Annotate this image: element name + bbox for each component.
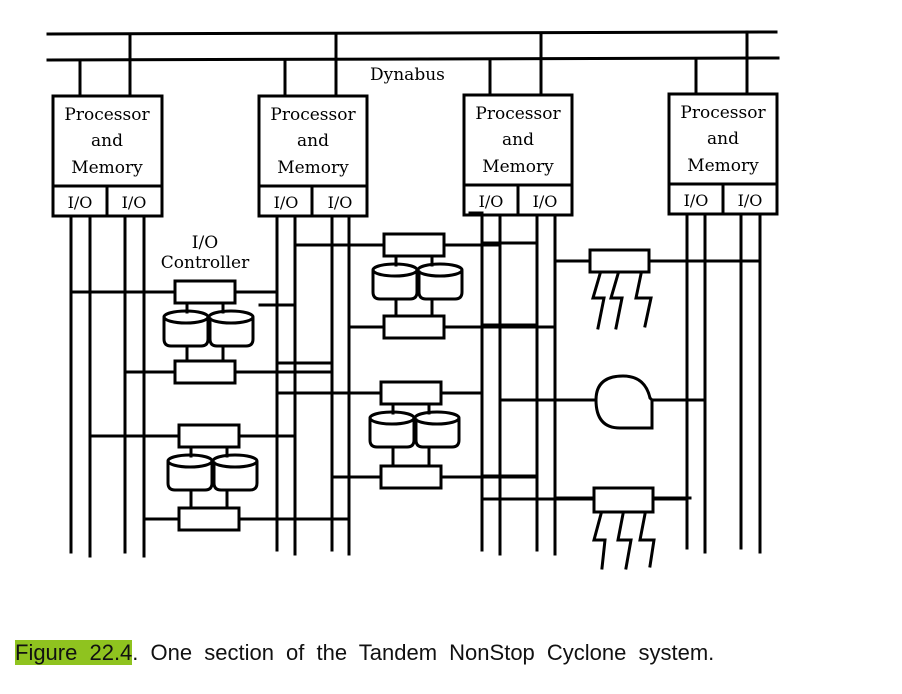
figure-reference: Figure 22.4 — [15, 640, 133, 665]
terminal-icon — [594, 374, 654, 430]
processor-2: Processor and Memory I/O I/O — [257, 94, 369, 218]
dynabus-label: Dynabus — [370, 65, 445, 85]
io-controller-label: I/O — [192, 233, 218, 253]
dynabus-line-y — [46, 56, 780, 62]
processor-label: and — [502, 130, 534, 150]
processor-label: Memory — [71, 158, 143, 178]
io-port-label: I/O — [328, 193, 353, 212]
io-port-label: I/O — [738, 191, 763, 210]
communication-controller-1 — [553, 248, 762, 330]
disk-subsystem-1 — [69, 279, 334, 385]
io-port-label: I/O — [274, 193, 299, 212]
processor-label: Memory — [687, 156, 759, 176]
processor-label: and — [91, 131, 123, 151]
io-port-label: I/O — [68, 193, 93, 212]
dynabus: Dynabus — [46, 30, 780, 85]
figure-caption: Figure 22.4. One section of the Tandem N… — [15, 640, 714, 666]
processor-label: Processor — [270, 105, 356, 125]
processor-label: and — [707, 129, 739, 149]
io-port-label: I/O — [684, 191, 709, 210]
communication-line-icon — [591, 272, 653, 330]
disk-subsystem-2 — [88, 423, 351, 532]
disk-drive-pair-icon — [166, 423, 259, 532]
io-port-label: I/O — [479, 192, 504, 211]
terminal-device — [498, 374, 707, 430]
tandem-cyclone-diagram: Dynabus Processor and Memory I/O I/O Pro… — [46, 30, 780, 570]
disk-drive-pair-icon — [371, 232, 464, 340]
disk-subsystem-3 — [293, 232, 557, 340]
processor-label: Memory — [277, 158, 349, 178]
processor-label: Processor — [680, 103, 766, 123]
processor-label: Processor — [64, 105, 150, 125]
processor-label: Memory — [482, 157, 554, 177]
processor-label: Processor — [475, 104, 561, 124]
bus-drops — [78, 30, 749, 98]
io-port-label: I/O — [122, 193, 147, 212]
dynabus-line-x — [46, 30, 778, 36]
processor-4: Processor and Memory I/O I/O — [667, 92, 779, 216]
communication-line-icon — [592, 512, 656, 570]
io-port-label: I/O — [533, 192, 558, 211]
disk-drive-pair-icon — [162, 279, 255, 385]
io-controller-label: Controller — [161, 253, 250, 273]
processor-1: Processor and Memory I/O I/O — [51, 94, 164, 218]
processor-label: and — [297, 131, 329, 151]
caption-text: . One section of the Tandem NonStop Cycl… — [132, 640, 715, 665]
communication-controller-2 — [480, 486, 689, 570]
disk-subsystem-4 — [275, 380, 539, 490]
io-bus-lines — [69, 212, 762, 558]
processor-3: Processor and Memory I/O I/O — [462, 93, 574, 217]
disk-drive-pair-icon — [368, 380, 461, 490]
